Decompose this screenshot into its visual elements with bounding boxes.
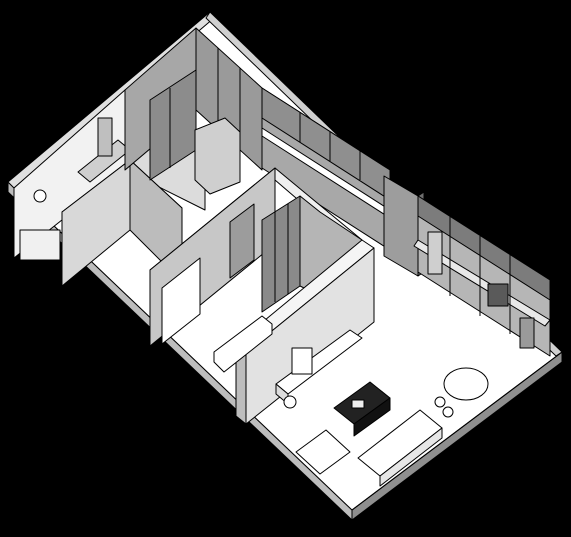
wardrobe-door xyxy=(229,203,255,279)
oven-icon xyxy=(427,231,443,275)
balcony-edge xyxy=(351,351,563,511)
bathroom-mirror xyxy=(97,117,113,157)
shower-tray xyxy=(19,229,61,261)
plant xyxy=(283,395,297,409)
closet-small-wall xyxy=(194,117,241,195)
toilet-icon xyxy=(33,189,47,203)
round-dining-table xyxy=(443,367,489,401)
coffee-table-side xyxy=(353,397,391,437)
sofa-front xyxy=(379,427,443,487)
kitchen-upper-cabinets xyxy=(417,195,551,301)
dishwasher-icon xyxy=(519,317,535,349)
armchair xyxy=(295,429,351,475)
door-opening xyxy=(161,257,201,345)
stove-icon xyxy=(487,283,509,307)
tv-screen xyxy=(291,347,313,375)
bed xyxy=(213,315,273,373)
